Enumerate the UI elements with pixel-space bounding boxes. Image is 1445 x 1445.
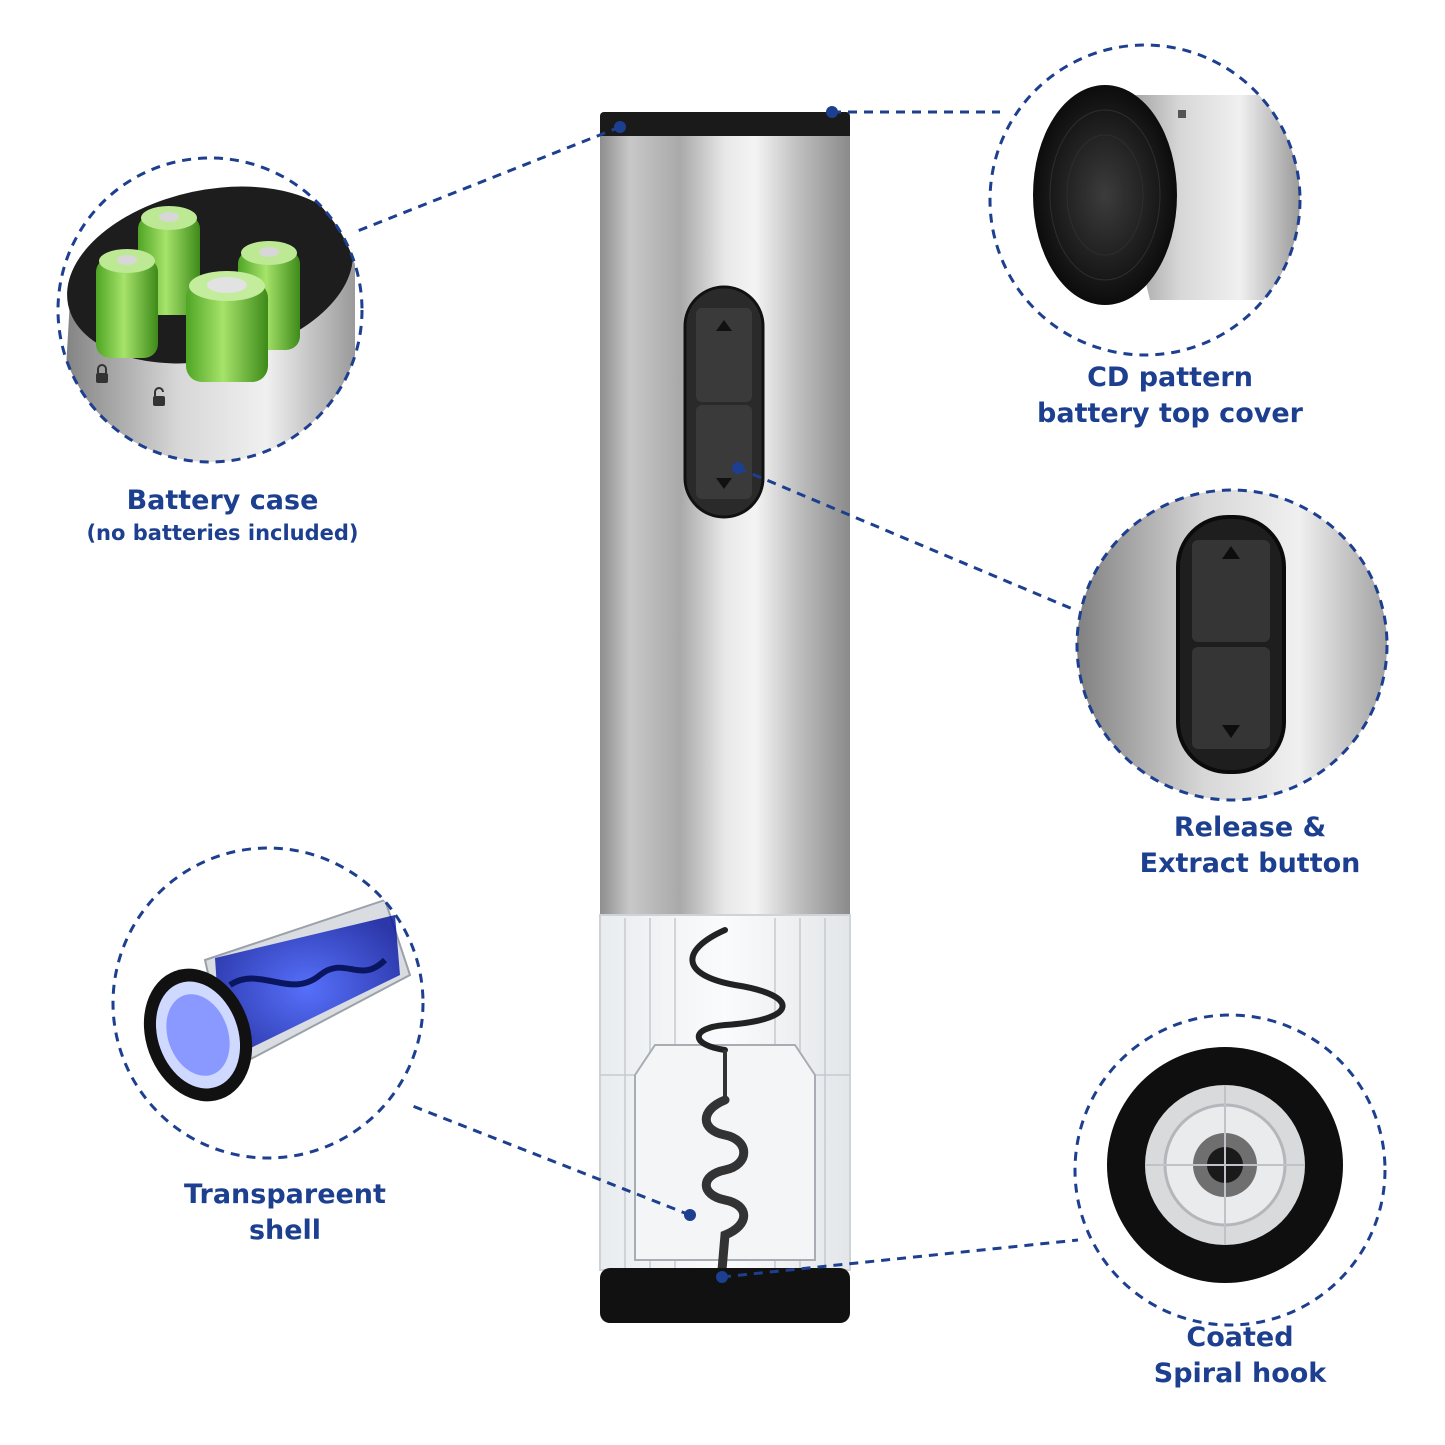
shell-line1: Transpareent bbox=[184, 1179, 386, 1210]
battery-case-label: Battery case (no batteries included) bbox=[60, 483, 385, 548]
spiral-hook bbox=[689, 927, 786, 1053]
shell-callout bbox=[111, 846, 425, 1160]
hook-line2: Spiral hook bbox=[1153, 1358, 1327, 1390]
cd-pattern-cover bbox=[1033, 85, 1177, 305]
device-bottom-base bbox=[600, 1268, 850, 1323]
top-cover-line1: CD pattern bbox=[1087, 362, 1253, 393]
top-cover-callout bbox=[988, 43, 1302, 357]
shell-label: Transpareent shell bbox=[150, 1177, 420, 1250]
device-steel-body bbox=[600, 136, 850, 916]
battery-case-note: (no batteries included) bbox=[86, 521, 359, 546]
hook-line1: Coated bbox=[1186, 1322, 1294, 1353]
device-up-button bbox=[696, 308, 752, 402]
hook-callout bbox=[1073, 1013, 1387, 1327]
battery-3 bbox=[96, 258, 158, 358]
button-line1: Release & bbox=[1173, 812, 1327, 843]
battery-4 bbox=[186, 282, 268, 382]
down-triangle-icon bbox=[1222, 725, 1240, 738]
shell-line2: shell bbox=[248, 1215, 322, 1247]
button-callout bbox=[1075, 488, 1389, 802]
down-triangle-icon bbox=[716, 478, 732, 489]
connector-dots bbox=[614, 106, 838, 1283]
device-down-button bbox=[696, 405, 752, 499]
up-triangle-icon bbox=[716, 320, 732, 331]
top-cover-line2: battery top cover bbox=[1037, 398, 1303, 430]
hook-label: Coated Spiral hook bbox=[1120, 1320, 1360, 1393]
top-cover-label: CD pattern battery top cover bbox=[1020, 360, 1320, 433]
lock-icon bbox=[96, 364, 108, 383]
button-label: Release & Extract button bbox=[1110, 810, 1390, 883]
connector-lines bbox=[354, 110, 1079, 1279]
up-triangle-icon bbox=[1222, 546, 1240, 559]
unlock-icon bbox=[153, 387, 165, 406]
battery-case-callout bbox=[56, 156, 364, 464]
device-top-cap bbox=[600, 112, 850, 140]
wine-opener-device bbox=[599, 112, 851, 1323]
button-line2: Extract button bbox=[1139, 848, 1361, 880]
battery-case-title: Battery case bbox=[126, 485, 319, 516]
